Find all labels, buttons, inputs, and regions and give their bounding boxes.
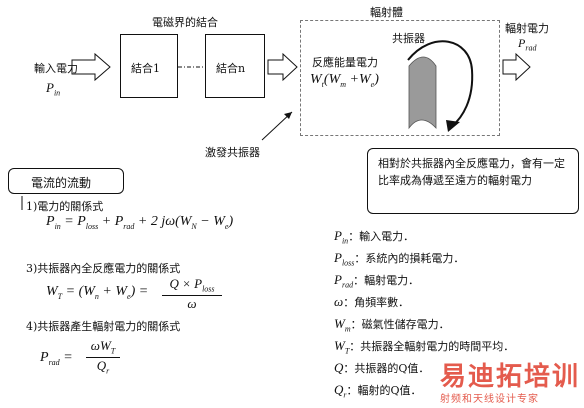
eq4-title: 4)共振器產生輻射電力的關係式 [26, 320, 181, 333]
reactive-energy-expr: Wt(Wm +We) [310, 72, 379, 89]
reactive-energy-label: 反應能量電力 [312, 56, 378, 69]
note-text: 相對於共振器內全反應電力，會有一定比率成為傳遞至遠方的輻射電力 [378, 157, 565, 187]
resonator-label: 共振器 [392, 32, 425, 45]
eq3-title: 3)共振器內全反應電力的關係式 [26, 262, 181, 275]
excitation-label: 激發共振器 [205, 146, 260, 159]
eq3-frac: Q × Ploss ω [162, 276, 222, 312]
output-symbol: Prad [518, 36, 537, 53]
watermark-logo-text: 易迪拓培训 [440, 362, 581, 392]
coupling-block-n-label: 結合n [216, 62, 246, 75]
legend-row: ω：角頻率數． [334, 294, 410, 309]
input-symbol: Pin [46, 80, 61, 98]
eq4-left: Prad = [40, 350, 73, 367]
coupling-block-n: 結合n [205, 34, 265, 98]
coupling-block-1-label: 結合1 [131, 62, 160, 75]
eq4-frac: ωWT Qr [86, 338, 120, 375]
eq3-left: WT = (Wn + We) = [46, 284, 149, 301]
resonator-shape [408, 56, 437, 130]
current-flow-box: 電流的流動 [8, 168, 124, 194]
note-box: 相對於共振器內全反應電力，會有一定比率成為傳遞至遠方的輻射電力 [367, 148, 579, 214]
legend-row: Q：共振器的Q值． [334, 360, 430, 375]
resonator-curve-arrow [407, 40, 474, 127]
output-arrow [502, 52, 531, 82]
legend-row: Prad：輻射電力． [334, 272, 420, 290]
legend-row: WT：共振器全輻射電力的時間平均． [334, 338, 515, 356]
legend-row: Wm：磁氣性儲存電力． [334, 316, 450, 334]
radiator-box [300, 20, 500, 136]
coupling-block-1: 結合1 [120, 34, 178, 98]
input-label: 輸入電力 [34, 62, 78, 75]
radiator-title: 輻射體 [370, 6, 403, 19]
watermark-tagline: 射频和天线设计专家 [440, 394, 539, 405]
eq1: Pin = Ploss + Prad + 2 jω(WN − We) [46, 214, 234, 231]
coupling-title: 電磁界的結合 [152, 16, 218, 29]
symbol-legend: Pin：輸入電力． Ploss：系統內的損耗電力． Prad：輻射電力． ω：角… [334, 228, 584, 404]
eq1-title: 1)電力的關係式 [26, 200, 104, 213]
legend-row: Ploss：系統內的損耗電力． [334, 250, 465, 268]
radiated-power-title: 輻射電力 [505, 22, 549, 35]
current-flow-title: 電流的流動 [31, 176, 92, 190]
legend-row: Pin：輸入電力． [334, 228, 415, 246]
input-arrow [71, 52, 111, 82]
legend-row: Qr：輻射的Q值． [334, 382, 422, 400]
radiator-arrow [267, 52, 298, 82]
